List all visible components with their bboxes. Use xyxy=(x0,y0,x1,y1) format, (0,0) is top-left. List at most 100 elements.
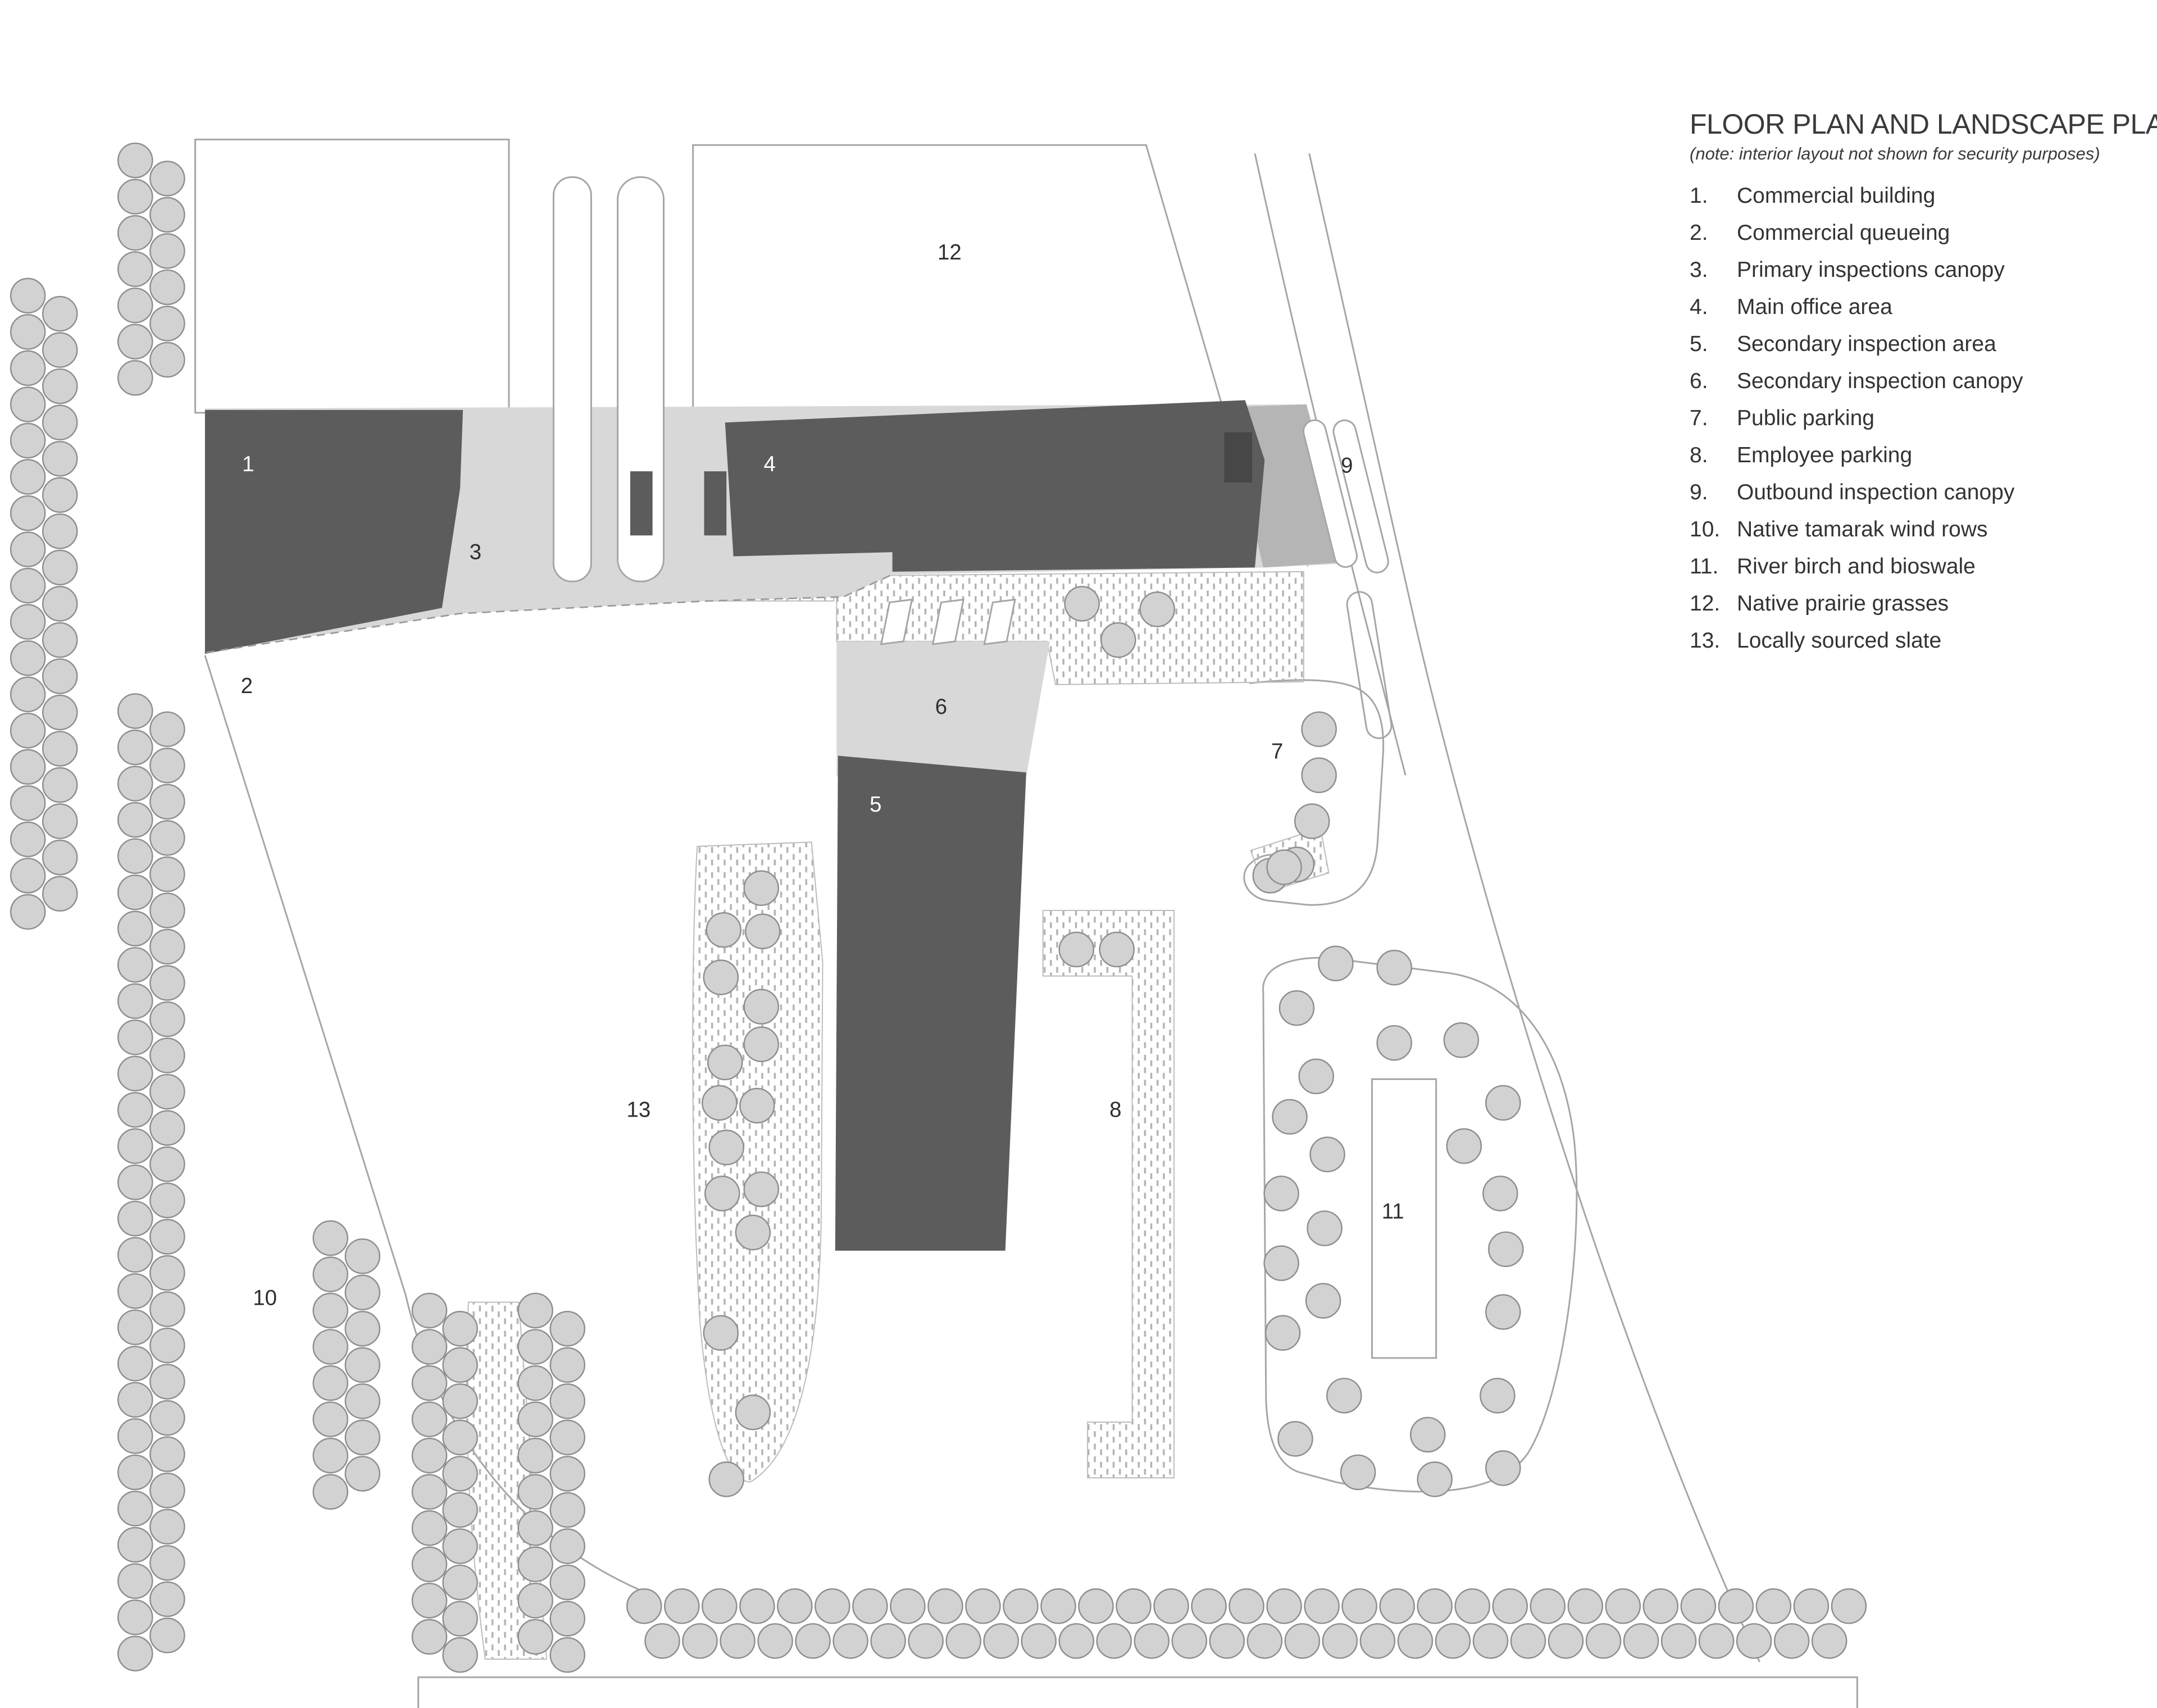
tree xyxy=(682,1623,718,1659)
tree xyxy=(1284,1623,1321,1659)
tree xyxy=(10,386,46,422)
tree xyxy=(1397,1623,1434,1659)
inspection-lane-marker-1 xyxy=(880,598,913,645)
tree xyxy=(117,287,153,324)
tree xyxy=(1340,1454,1376,1491)
bioswale-11-outline xyxy=(1262,957,1578,1493)
tree xyxy=(1585,1623,1622,1659)
inspection-booth-2 xyxy=(704,471,727,536)
tree xyxy=(743,1026,780,1063)
tree xyxy=(1305,1283,1341,1319)
tree xyxy=(10,314,46,350)
tree xyxy=(517,1401,553,1437)
tree xyxy=(149,1400,185,1436)
legend-item-2: 2.Commercial queueing xyxy=(1690,215,2146,252)
plan-label-1: 1 xyxy=(242,452,254,476)
tree xyxy=(1003,1588,1039,1624)
tree xyxy=(1718,1588,1754,1624)
tree xyxy=(117,1491,153,1527)
tree xyxy=(1736,1623,1772,1659)
legend-item-number: 6. xyxy=(1690,369,1708,393)
tree xyxy=(1153,1588,1189,1624)
tree xyxy=(1228,1588,1264,1624)
tree xyxy=(1266,849,1302,885)
tree xyxy=(1341,1588,1377,1624)
tree xyxy=(411,1582,448,1619)
tree xyxy=(149,1472,185,1509)
tree xyxy=(706,912,742,948)
tree xyxy=(703,1315,739,1351)
tree xyxy=(707,1044,743,1081)
tree xyxy=(42,731,78,767)
legend-item-number: 11. xyxy=(1690,554,1719,579)
tree xyxy=(1058,1623,1095,1659)
tree xyxy=(1309,1136,1345,1173)
tree xyxy=(1485,1294,1521,1330)
legend-item-label: Secondary inspection area xyxy=(1737,332,1996,356)
tree xyxy=(149,306,185,341)
legend-item-label: Public parking xyxy=(1737,406,1874,430)
tree xyxy=(117,1309,153,1345)
tree xyxy=(117,1128,153,1164)
legend: FLOOR PLAN AND LANDSCAPE PLAN (note: int… xyxy=(1690,108,2157,659)
tree xyxy=(42,622,78,658)
tree xyxy=(149,711,185,748)
tree xyxy=(442,1419,478,1456)
legend-item-number: 7. xyxy=(1690,406,1708,430)
tree xyxy=(1472,1623,1509,1659)
tree xyxy=(149,748,185,784)
tree xyxy=(1272,1099,1308,1135)
tree xyxy=(149,856,185,892)
tree xyxy=(149,269,185,306)
tree xyxy=(149,1364,185,1400)
tree xyxy=(42,876,78,912)
tree xyxy=(149,1110,185,1146)
tree xyxy=(442,1383,478,1419)
outbound-lane xyxy=(1346,591,1393,739)
plan-label-5: 5 xyxy=(870,792,881,817)
tree xyxy=(1443,1022,1480,1058)
tree xyxy=(1322,1623,1358,1659)
tree xyxy=(743,1171,780,1208)
tree xyxy=(1298,1058,1334,1095)
tree xyxy=(149,233,185,269)
tree xyxy=(442,1601,478,1637)
tree xyxy=(10,821,46,858)
tree xyxy=(1773,1623,1810,1659)
tree xyxy=(10,640,46,676)
tree xyxy=(1680,1588,1717,1624)
tree xyxy=(1100,622,1136,658)
tree xyxy=(312,1474,349,1510)
tree xyxy=(42,477,78,513)
tree xyxy=(42,368,78,404)
roads-and-outlines xyxy=(194,138,1858,1708)
tree xyxy=(117,1418,153,1454)
legend-item-label: Main office area xyxy=(1737,295,1892,319)
tree xyxy=(149,784,185,820)
tree xyxy=(739,1588,775,1624)
tree xyxy=(149,1255,185,1291)
plan-label-12: 12 xyxy=(938,240,962,265)
tree xyxy=(549,1492,586,1528)
tree xyxy=(117,251,153,287)
tree xyxy=(344,1419,381,1456)
secondary-inspection-building-5 xyxy=(835,755,1026,1251)
tree xyxy=(149,1001,185,1037)
tree xyxy=(1623,1623,1659,1659)
tree xyxy=(549,1637,586,1673)
tree xyxy=(626,1588,662,1624)
tree xyxy=(1435,1623,1471,1659)
tree xyxy=(1485,1450,1521,1486)
tree xyxy=(149,1182,185,1219)
tree xyxy=(1301,757,1337,794)
tree xyxy=(117,983,153,1019)
tree xyxy=(983,1623,1020,1659)
tree xyxy=(411,1619,448,1655)
tree xyxy=(149,341,185,378)
tree xyxy=(1058,931,1095,968)
tree xyxy=(1263,1245,1299,1281)
tree xyxy=(149,820,185,856)
tree-plantings xyxy=(10,142,1867,1673)
tree xyxy=(10,531,46,567)
